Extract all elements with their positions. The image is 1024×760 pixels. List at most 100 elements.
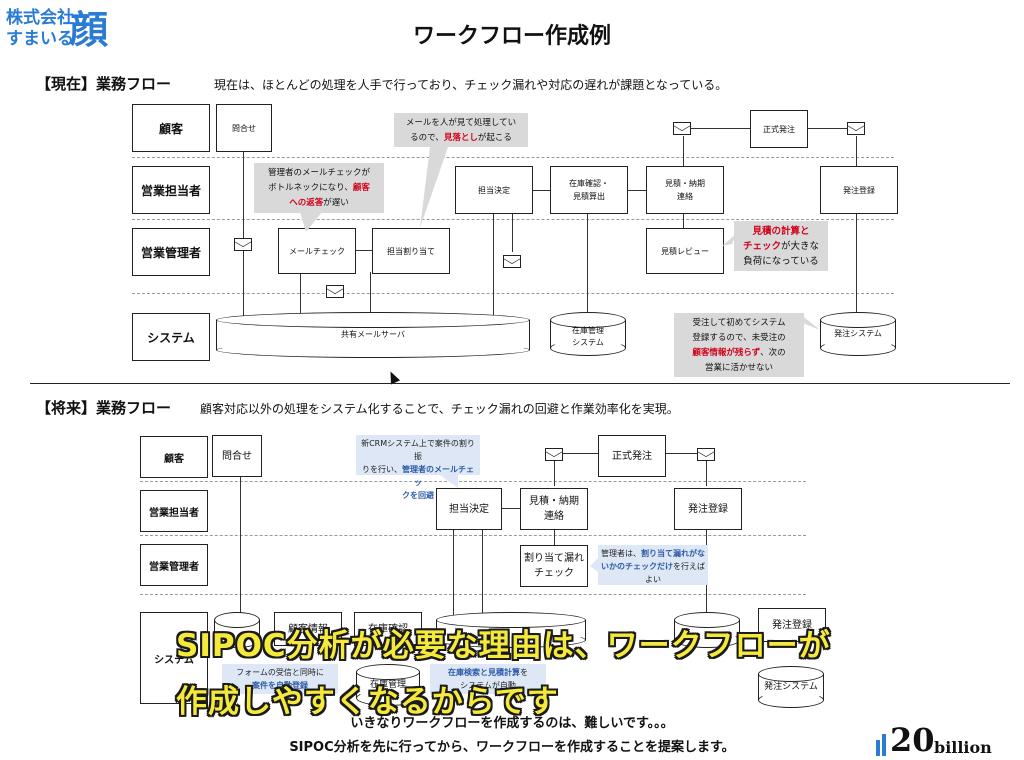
mail-envelope-icon [697,448,715,461]
note-text: 管理者のメールチェックが [267,168,370,178]
cylinder-order-system: 発注システム [758,666,824,708]
box-customer-info: 顧客情報 [274,612,342,646]
callout-pointer [300,212,322,232]
connector-line [664,453,702,454]
connector-line [240,476,241,616]
lane-divider [132,219,894,220]
callout-manager-check: 管理者は、割り当て漏れがな いかのチェックだけを行えば よい [598,545,708,585]
note-text: りを行い、 [362,465,402,474]
company-logo-text: 株式会社 すまいる [6,8,74,50]
note-highlight: クを回避 [402,491,434,500]
note-text: 、次の [760,348,786,358]
mail-envelope-icon [326,285,344,298]
callout-pointer [440,475,458,488]
callout-estimate-load: 見積の計算と チェックが大きな 負荷になっている [734,221,828,271]
connector-line [493,212,494,318]
note-text: るので、 [410,133,444,143]
note-text: を行えば [673,562,705,571]
connector-line [554,458,555,486]
note-highlight: への返答 [289,198,324,208]
lane-divider [132,293,894,294]
box-mail-check: メールチェック [278,228,356,274]
note-highlight: 見落とし [443,133,478,143]
cylinder-label: 発注システム [764,682,818,692]
callout-customer-info: 受注して初めてシステム 登録するので、未受注の 顧客情報が残らず、次の 営業に活… [674,313,804,377]
lane-sales-rep: 営業担当者 [132,166,210,214]
cylinder-label: 共有メールサーバ [341,330,405,339]
connector-line [706,458,707,486]
cylinder-order-db [674,612,740,648]
connector-line [856,136,857,166]
note-highlight: 管理者のメールチェッ [402,465,474,487]
box-assign-check: 割り当て漏れ チェック [520,545,588,587]
mail-envelope-icon [545,448,563,461]
brand-bar-icon [882,734,886,756]
note-text: が起こる [477,133,512,143]
box-formal-order: 正式発注 [750,110,808,148]
cylinder-label: 在庫管理 システム [572,326,604,347]
brand-logo: 20 billion [876,722,1024,760]
lane-customer: 顧客 [140,436,208,478]
box-inquiry: 問合せ [216,104,272,152]
connector-line [688,128,752,129]
lane-divider [140,535,806,536]
note-text: フォームの受信と同時に [236,668,324,677]
logo-line-1: 株式会社 [6,8,74,28]
callout-crm-assign: 新CRMシステム上で案件の割り振 りを行い、管理者のメールチェッ クを回避 [356,435,480,500]
note-text: が遅い [323,198,349,208]
connector-line [500,508,520,509]
note-text: システムが自動 [460,681,516,690]
cylinder-stock-system: 在庫管理 [356,664,420,706]
callout-pointer [420,147,448,228]
connector-line [300,272,301,318]
lane-sales-rep: 営業担当者 [140,490,208,532]
logo-line-2: すまいる [6,29,74,49]
note-highlight: 見積の計算と [752,226,810,237]
box-formal-order: 正式発注 [598,435,666,477]
footer-line-2: SIPOC分析を先に行ってから、ワークフローを作成することを提案します。 [289,740,735,755]
video-subtitle-line-1: SIPOC分析が必要な理由は、ワークフローが [176,628,831,664]
video-subtitle-line-2: 作成しやすくなるからです [176,684,559,720]
note-highlight: 在庫検索と見積計算 [448,668,520,677]
lane-divider [140,594,806,595]
brand-word: billion [934,738,992,757]
mail-envelope-icon [673,122,691,135]
current-heading: 【現在】業務フロー [36,75,172,93]
note-text: 負荷になっている [743,256,819,267]
connector-line [354,250,372,251]
note-highlight: チェック [742,241,781,252]
cylinder-order-system: 発注システム [820,312,896,356]
connector-line [805,128,851,129]
box-order-register: 発注登録 [674,488,742,530]
connector-line [554,528,555,546]
connector-line [560,453,598,454]
connector-line [243,150,244,318]
future-description: 顧客対応以外の処理をシステム化することで、チェック漏れの回避と作業効率化を実現。 [200,402,679,416]
note-highlight: いかのチェックだけ [601,562,673,571]
callout-form-auto: フォームの受信と同時に 案件を自動登録 [222,664,338,694]
mail-envelope-icon [234,238,252,251]
callout-stock-auto: 在庫検索と見積計算を システムが自動 [430,664,546,694]
callout-oversight: メールを人が見て処理してい るので、見落としが起こる [394,113,528,147]
cylinder-crm [214,612,260,648]
callout-pointer [590,558,598,572]
cylinder-label: 在庫管理 [369,680,406,690]
lane-divider [140,481,806,482]
note-text: よい [645,575,661,584]
callout-pointer [722,234,736,246]
cylinder-mail-server: 共有メールサーバ [216,312,530,358]
footer-line-1: いきなりワークフローを作成するのは、難しいです。。。 [350,716,674,731]
current-description: 現在は、ほとんどの処理を人手で行っており、チェック漏れや対応の遅れが課題となって… [214,78,728,92]
cylinder-stock-system: 在庫管理 システム [550,312,626,356]
mail-envelope-icon [503,255,521,268]
brand-number: 20 [890,721,935,759]
connector-line [856,212,857,316]
lane-sales-manager: 営業管理者 [140,544,208,586]
brand-bar-icon [876,740,880,756]
lane-sales-manager: 営業管理者 [132,228,210,276]
slide-title: ワークフロー作成例 [412,24,611,49]
logo-mark: 顔 [70,8,109,52]
box-stock-check: 在庫確認 [354,612,422,646]
note-text: を [520,668,528,677]
box-order-register-system: 発注登録 [758,608,826,642]
